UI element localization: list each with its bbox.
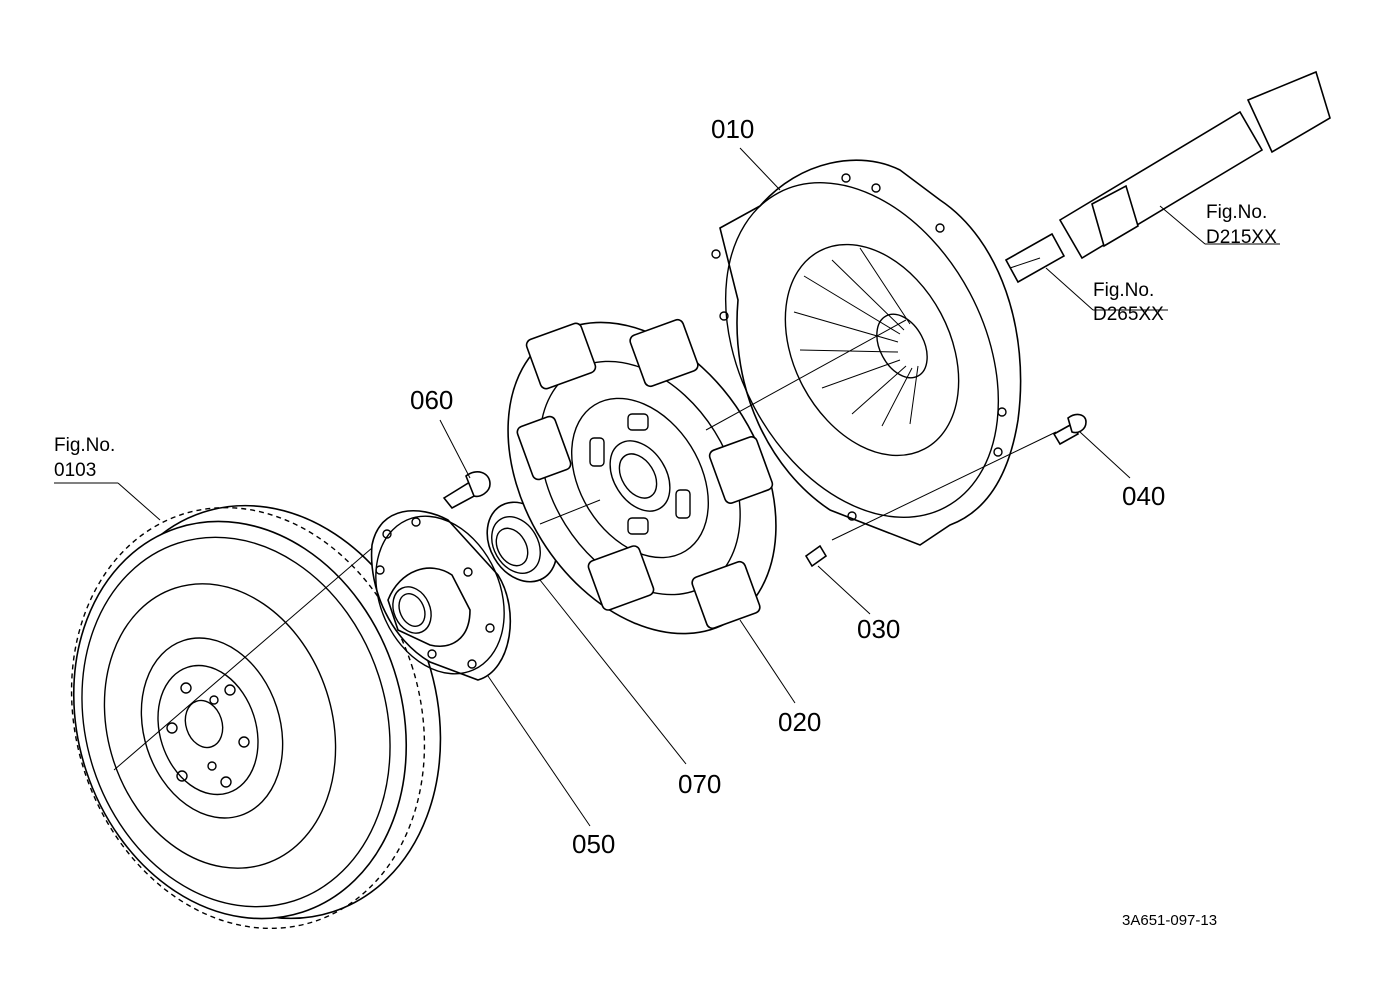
shaft-d215[interactable] <box>1058 70 1331 260</box>
shaft-d265[interactable] <box>1004 232 1066 284</box>
drawing-code: 3A651-097-13 <box>1122 912 1218 929</box>
flywheel[interactable] <box>18 460 492 974</box>
part-label-070: 070 <box>678 769 722 799</box>
figure-ref-0103-number: 0103 <box>54 460 97 481</box>
pin-030[interactable] <box>804 544 828 568</box>
bolt-040[interactable] <box>1052 413 1087 446</box>
part-label-020: 020 <box>778 707 822 737</box>
pressure-plate-010[interactable] <box>671 136 1054 565</box>
hub-flange-050[interactable] <box>352 496 528 695</box>
part-label-040: 040 <box>1122 481 1166 511</box>
part-label-060: 060 <box>410 385 454 415</box>
figure-ref-d265-number: D265XX <box>1093 304 1164 325</box>
figure-ref-d265-caption: Fig.No. <box>1093 280 1155 301</box>
bolt-060[interactable] <box>442 471 491 510</box>
figure-ref-d215-number: D215XX <box>1206 227 1277 248</box>
part-label-030: 030 <box>857 614 901 644</box>
part-label-010: 010 <box>711 114 755 144</box>
leader-lines <box>54 147 1280 827</box>
assembly-centerlines <box>113 257 1057 771</box>
figure-ref-0103-caption: Fig.No. <box>54 435 116 456</box>
clutch-disc-020[interactable] <box>453 273 831 683</box>
figure-ref-d215-caption: Fig.No. <box>1206 202 1268 223</box>
part-label-050: 050 <box>572 829 616 859</box>
